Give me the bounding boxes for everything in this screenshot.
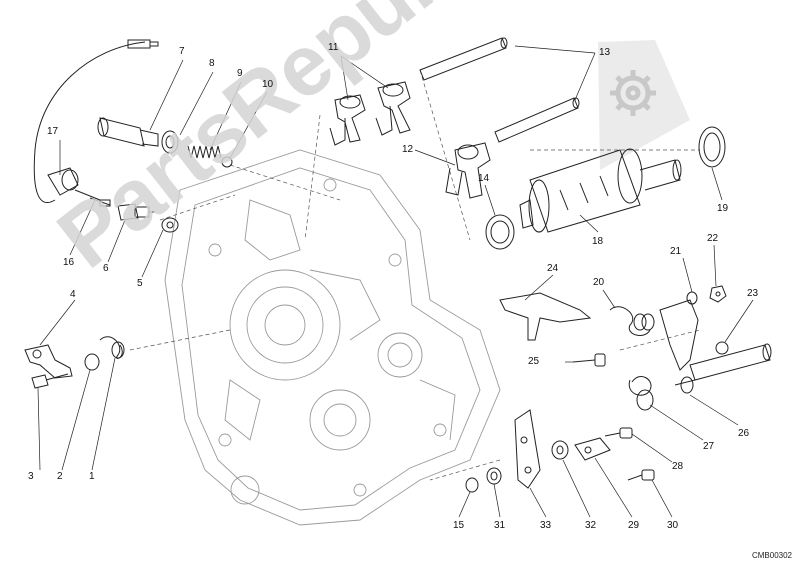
drawing-code: CMB00302 [751, 551, 792, 560]
part-30-screw [627, 469, 655, 481]
callout-4: 4 [70, 289, 76, 300]
part-4-bracket [24, 344, 73, 379]
callout-33: 33 [540, 520, 552, 531]
callout-32: 32 [585, 520, 597, 531]
callout-27: 27 [703, 441, 715, 452]
callout-29: 29 [628, 520, 640, 531]
part-12-fork [445, 142, 491, 199]
part-18-drum [519, 148, 682, 233]
callout-21: 21 [670, 246, 682, 257]
callout-9: 9 [237, 68, 243, 79]
callout-16: 16 [63, 257, 75, 268]
part-10-ball [221, 156, 233, 168]
callout-5: 5 [137, 278, 143, 289]
part-31-washer [486, 467, 502, 485]
callout-15: 15 [453, 520, 465, 531]
part-19-ring [698, 126, 726, 168]
callout-28: 28 [672, 461, 684, 472]
part-17-sensor [33, 39, 159, 203]
part-22-nut [709, 285, 727, 303]
crankcase-outline [164, 149, 501, 526]
part-21-washer [686, 291, 698, 305]
gear-watermark-icon [598, 40, 690, 170]
callout-23: 23 [747, 288, 759, 299]
part-24-bracket [499, 292, 592, 341]
part-11-forks [329, 81, 411, 146]
part-16-wire [89, 197, 111, 207]
callout-26: 26 [738, 428, 750, 439]
part-27-spring [628, 376, 654, 411]
callout-12: 12 [402, 144, 414, 155]
callout-25: 25 [528, 356, 540, 367]
callout-8: 8 [209, 58, 215, 69]
part-5-washer [161, 217, 179, 233]
part-25-screw [572, 353, 606, 367]
part-33-plate [514, 409, 541, 489]
callout-10: 10 [262, 79, 274, 90]
part-32-washer [551, 440, 569, 460]
callout-7: 7 [179, 46, 185, 57]
part-13-shafts [419, 37, 580, 143]
part-26-shift-shaft [659, 299, 772, 394]
callout-31: 31 [494, 520, 506, 531]
part-29-arm [574, 437, 611, 461]
leader-lines [37, 45, 754, 518]
part-1-spring [99, 336, 125, 359]
callout-6: 6 [103, 263, 109, 274]
callout-14: 14 [478, 173, 490, 184]
part-3-bolt [31, 373, 69, 389]
part-9-spring [187, 145, 222, 159]
part-14-bearing [485, 214, 515, 250]
callout-3: 3 [28, 471, 34, 482]
part-8-washer [161, 130, 179, 154]
callout-13: 13 [599, 47, 611, 58]
part-6-switch [117, 203, 155, 221]
callout-30: 30 [667, 520, 679, 531]
part-20-spring [609, 306, 655, 336]
callout-18: 18 [592, 236, 604, 247]
callout-11: 11 [328, 42, 339, 53]
part-23-washer [715, 341, 729, 355]
part-7-plug [97, 117, 159, 147]
part-28-screw [604, 427, 633, 439]
part-15-circlip [465, 477, 479, 493]
part-2-washer [84, 353, 100, 371]
callout-22: 22 [707, 233, 719, 244]
callout-20: 20 [593, 277, 605, 288]
assembly-lines [129, 69, 701, 481]
callout-17: 17 [47, 126, 59, 137]
callout-24: 24 [547, 263, 559, 274]
callout-2: 2 [57, 471, 63, 482]
callout-19: 19 [717, 203, 729, 214]
callout-1: 1 [89, 471, 95, 482]
